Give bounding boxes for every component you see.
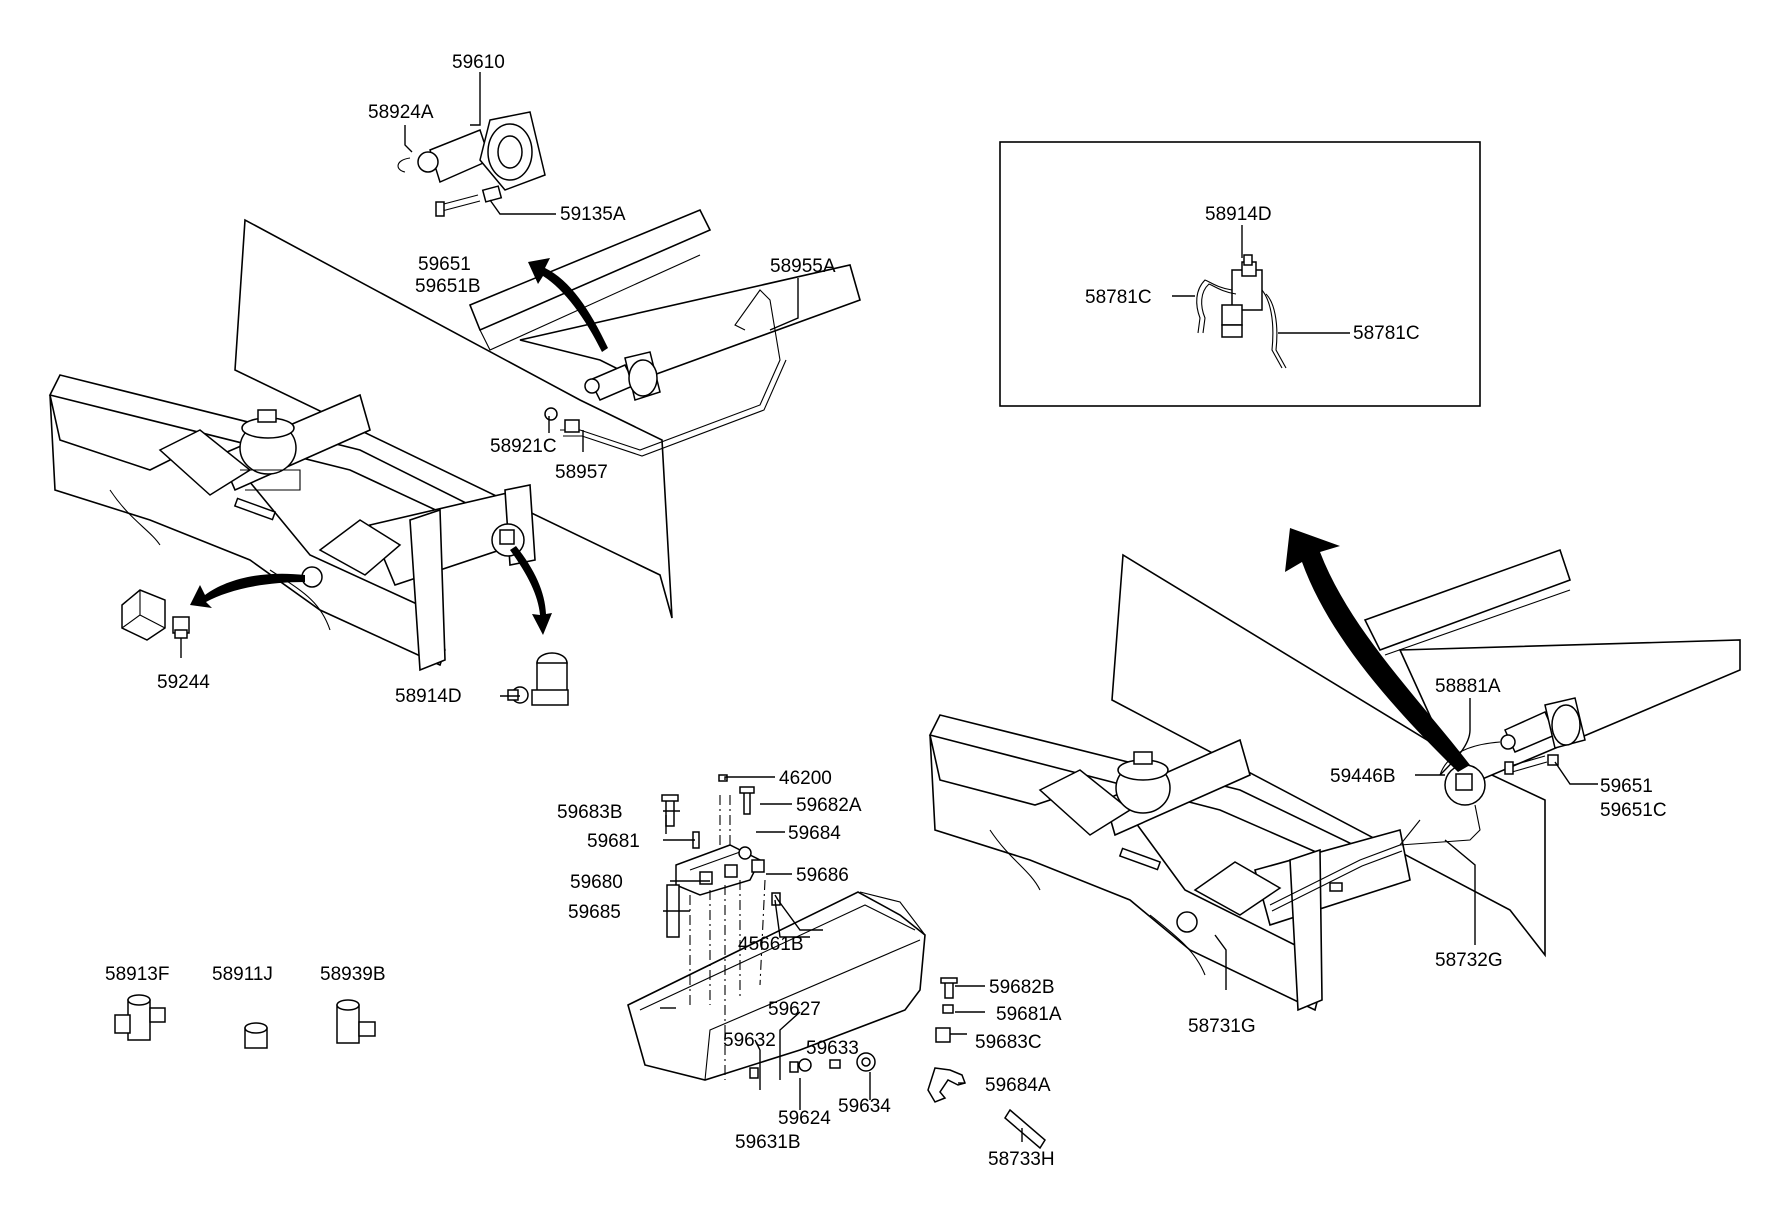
label-59651C: 59651C (1600, 800, 1667, 821)
fitting-58939B (336, 999, 376, 1044)
callout-arrow-right (1285, 528, 1470, 772)
label-59682B: 59682B (989, 977, 1055, 998)
label-59135A: 59135A (560, 204, 626, 225)
frame-actuator (584, 351, 661, 401)
label-58733H: 58733H (988, 1149, 1055, 1170)
label-59681: 59681 (587, 831, 640, 852)
label-59627: 59627 (768, 999, 821, 1020)
callout-arrow-left (190, 573, 305, 608)
label-59686: 59686 (796, 865, 849, 886)
label-58921C: 58921C (490, 436, 557, 457)
label-58955A: 58955A (770, 256, 836, 277)
label-58881A: 58881A (1435, 676, 1501, 697)
fitting-58913F (114, 994, 166, 1041)
label-58914D-inset: 58914D (1205, 204, 1272, 225)
part-58914D-valve (507, 652, 569, 706)
right-actuator (1439, 697, 1586, 776)
label-58732G: 58732G (1435, 950, 1503, 971)
left-frame-assembly (48, 208, 861, 672)
label-59651-right: 59651 (1600, 776, 1653, 797)
label-59633: 59633 (806, 1038, 859, 1059)
label-58913F: 58913F (105, 964, 169, 985)
label-58914D-left: 58914D (395, 686, 462, 707)
label-59651B: 59651B (415, 276, 481, 297)
label-59244: 59244 (157, 672, 210, 693)
label-59685: 59685 (568, 902, 621, 923)
air-tube-58955A (560, 289, 781, 451)
fitting-58911J (244, 1022, 268, 1049)
label-58924A: 58924A (368, 102, 434, 123)
label-58939B: 58939B (320, 964, 386, 985)
bumper-housing (627, 891, 926, 1081)
label-46200: 46200 (779, 768, 832, 789)
label-45661B: 45661B (738, 934, 804, 955)
label-59683C: 59683C (975, 1032, 1042, 1053)
label-59632: 59632 (723, 1030, 776, 1051)
part-labels: 59610 58924A 59135A 59651 59651B 58955A … (105, 52, 1667, 1170)
label-59680: 59680 (570, 872, 623, 893)
leader-lines (180, 72, 1598, 1142)
callout-arrow-down (510, 546, 552, 635)
label-58781C-right: 58781C (1353, 323, 1420, 344)
label-58731G: 58731G (1188, 1016, 1256, 1037)
detail-inset-box (999, 141, 1481, 407)
label-58781C-left: 58781C (1085, 287, 1152, 308)
label-59631B: 59631B (735, 1132, 801, 1153)
inset-valve (1196, 254, 1287, 369)
label-59610: 59610 (452, 52, 505, 73)
part-59244-assembly (121, 589, 190, 641)
label-59446B: 59446B (1330, 766, 1396, 787)
callout-arrow-top (528, 258, 608, 352)
bracket-assembly (675, 844, 762, 896)
label-59634: 59634 (838, 1096, 891, 1117)
label-58957: 58957 (555, 462, 608, 483)
upper-actuator-assembly (397, 111, 546, 217)
label-59682A: 59682A (796, 795, 862, 816)
label-59683B: 59683B (557, 802, 623, 823)
label-59684: 59684 (788, 823, 841, 844)
label-59651-top: 59651 (418, 254, 471, 275)
label-58911J: 58911J (212, 964, 273, 985)
label-59624: 59624 (778, 1108, 831, 1129)
label-59684A: 59684A (985, 1075, 1051, 1096)
label-59681A: 59681A (996, 1004, 1062, 1025)
